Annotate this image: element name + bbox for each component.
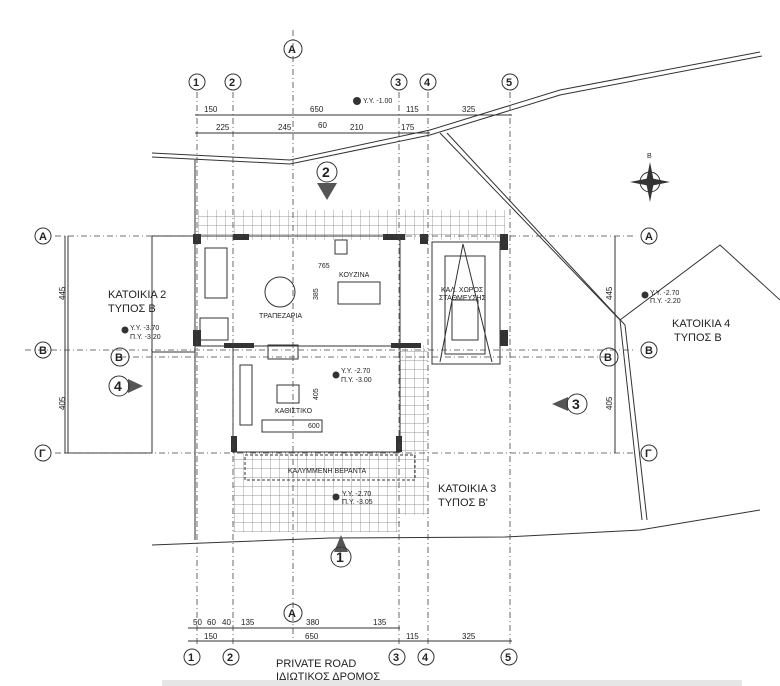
svg-text:5: 5 (506, 77, 512, 89)
room-dining: ΤΡΑΠΕΖΑΡΙΑ (259, 313, 302, 320)
svg-text:Α: Α (645, 231, 653, 243)
dim-top-2: 650 (310, 105, 324, 114)
svg-text:Α: Α (39, 231, 47, 243)
dim-interior-405: 405 (313, 388, 320, 400)
dim-top2-4: 210 (350, 123, 364, 132)
svg-text:Β: Β (645, 345, 653, 357)
dim-bot-5: 380 (306, 618, 320, 627)
svg-text:1: 1 (336, 549, 344, 565)
svg-text:3: 3 (393, 652, 399, 664)
svg-text:2: 2 (227, 652, 233, 664)
veranda-roof-outline (244, 454, 416, 481)
svg-text:Y.Y. -2.70: Y.Y. -2.70 (341, 368, 370, 375)
view-markers: 1 2 3 4 (108, 161, 588, 568)
dim-bot2-1: 150 (204, 632, 218, 641)
room-parking-1: ΚΑΛ. ΧΩΡΟΣ (441, 287, 484, 294)
terrace-top (198, 210, 505, 240)
house4-label: ΚΑΤΟΙΚΙΑ 4 (672, 318, 730, 330)
house4-type: ΤΥΠΟΣ Β (674, 332, 722, 344)
house2-type: ΤΥΠΟΣ Β (108, 303, 156, 315)
dim-right-2: 405 (605, 396, 614, 410)
dim-top2-2: 245 (278, 123, 292, 132)
dim-top-4: 325 (462, 105, 476, 114)
north-arrow-icon: B (630, 153, 670, 202)
dim-interior-385: 385 (313, 288, 320, 300)
svg-text:Π.Y. -3.20: Π.Y. -3.20 (130, 334, 161, 341)
grid-lines (25, 30, 635, 645)
svg-text:Γ: Γ (645, 448, 652, 460)
svg-text:B: B (604, 352, 612, 364)
road-label-en: PRIVATE ROAD (276, 658, 356, 670)
dim-bot2-3: 115 (406, 632, 419, 641)
grid-bubbles-rows: Α Β Γ Α Β Γ (34, 227, 658, 462)
section-markers: A A B B (110, 39, 619, 623)
svg-text:A: A (288, 608, 296, 620)
room-veranda: ΚΑΛΥΜΜΕΝΗ ΒΕΡΑΝΤΑ (288, 468, 367, 475)
svg-text:Γ: Γ (39, 448, 46, 460)
svg-text:Y.Y. -3.70: Y.Y. -3.70 (130, 325, 159, 332)
terrace-side (400, 345, 428, 515)
svg-text:4: 4 (422, 652, 429, 664)
house3-label: ΚΑΤΟΙΚΙΑ 3 (438, 483, 496, 495)
svg-text:Π.Y. -2.20: Π.Y. -2.20 (650, 298, 681, 305)
svg-text:3: 3 (395, 77, 401, 89)
svg-text:5: 5 (505, 652, 511, 664)
furniture (199, 239, 381, 433)
svg-text:4: 4 (114, 378, 122, 394)
dim-interior-765: 765 (318, 263, 330, 270)
dim-bot2-2: 650 (305, 632, 319, 641)
svg-text:3: 3 (572, 396, 580, 412)
dim-left-2: 405 (58, 396, 67, 410)
svg-text:2: 2 (229, 77, 235, 89)
dim-top-1: 150 (204, 105, 218, 114)
dim-bot-6: 135 (373, 618, 387, 627)
svg-text:2: 2 (322, 164, 330, 180)
svg-text:Π.Y. -3.00: Π.Y. -3.00 (341, 377, 372, 384)
svg-text:Β: Β (39, 345, 47, 357)
dim-top2-5: 175 (401, 123, 415, 132)
svg-text:4: 4 (424, 77, 431, 89)
svg-text:Y.Y. -1.00: Y.Y. -1.00 (363, 98, 392, 105)
svg-text:1: 1 (188, 652, 194, 664)
svg-text:A: A (288, 44, 296, 56)
room-living: ΚΑΘΙΣΤΙΚΟ (275, 408, 313, 415)
dim-top-3: 115 (406, 105, 419, 114)
dim-bot-1: 50 (193, 618, 202, 627)
house2-label: ΚΑΤΟΙΚΙΑ 2 (108, 289, 166, 301)
level-markers: Y.Y. -1.00 Y.Y. -3.70 Π.Y. -3.20 Y.Y. -2… (121, 97, 681, 506)
dim-bot-3: 40 (222, 618, 231, 627)
dim-right-1: 445 (605, 286, 614, 300)
svg-text:1: 1 (193, 77, 199, 89)
room-parking-2: ΣΤΑΘΜΕΥΣΗΣ (439, 295, 487, 302)
grid-bubbles-bottom: 1 2 3 4 5 (183, 648, 518, 666)
dim-top2-1: 225 (216, 123, 230, 132)
grid-bubbles-top: 1 2 3 4 5 (188, 73, 519, 91)
dim-left-1: 445 (58, 286, 67, 300)
dim-bot2-4: 325 (462, 632, 476, 641)
svg-text:B: B (647, 153, 652, 160)
dim-interior-600: 600 (308, 423, 320, 430)
room-kitchen: ΚΟΥΖΙΝΑ (339, 272, 370, 279)
svg-text:Π.Y. -3.05: Π.Y. -3.05 (342, 499, 373, 506)
svg-text:Y.Y. -2.70: Y.Y. -2.70 (342, 491, 371, 498)
parking-space (431, 241, 501, 365)
svg-text:B: B (115, 352, 123, 364)
site-boundaries (64, 51, 780, 546)
dim-top2-3: 60 (318, 121, 327, 130)
dim-bot-2: 60 (207, 618, 216, 627)
veranda-tiles (233, 452, 400, 532)
dim-bot-4: 135 (241, 618, 255, 627)
horizontal-scrollbar[interactable] (162, 680, 742, 686)
house3-type: ΤΥΠΟΣ Β' (438, 497, 488, 509)
dimension-lines (67, 114, 616, 642)
svg-text:Y.Y. -2.70: Y.Y. -2.70 (650, 290, 679, 297)
